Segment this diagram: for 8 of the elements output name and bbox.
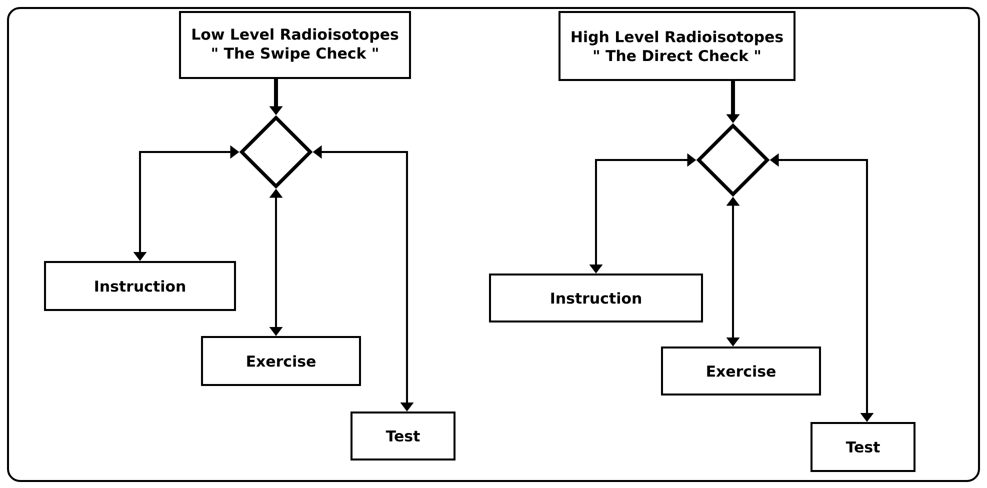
process-box: Test <box>350 412 456 460</box>
process-box: Instruction <box>489 274 703 322</box>
heading-box: High Level Radioisotopes " The Direct Check " <box>558 11 796 81</box>
process-box: Exercise <box>661 346 821 396</box>
process-box: Instruction <box>44 261 236 311</box>
heading-box: Low Level Radioisotopes " The Swipe Check " <box>179 11 411 79</box>
process-box: Test <box>810 422 916 472</box>
process-box: Exercise <box>201 336 361 386</box>
